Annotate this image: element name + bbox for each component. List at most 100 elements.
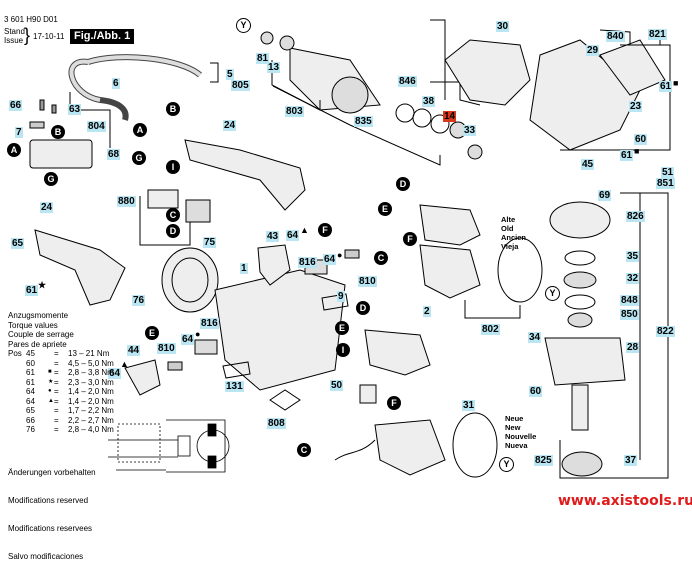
part-label-65[interactable]: 65 (11, 238, 25, 249)
part-label-24-side-handle[interactable]: 24 (40, 202, 54, 213)
part-label-825[interactable]: 825 (534, 455, 553, 466)
part-label-61-star[interactable]: 61 (25, 285, 39, 296)
part-label-24-rear-handle[interactable]: 24 (223, 120, 237, 131)
stand-label: Stand (4, 27, 25, 36)
new-version-note: Neue New Nouvelle Nueva (505, 414, 537, 450)
part-label-76[interactable]: 76 (132, 295, 146, 306)
part-label-880[interactable]: 880 (117, 196, 136, 207)
connector-e: E (335, 321, 349, 335)
part-label-826[interactable]: 826 (626, 211, 645, 222)
part-label-2[interactable]: 2 (423, 306, 431, 317)
torque-values-table: Anzugsmomente Torque values Couple de se… (8, 311, 114, 435)
part-label-14[interactable]: 14 (443, 111, 457, 122)
square-symbol: ■ (673, 78, 679, 88)
part-label-835[interactable]: 835 (354, 116, 373, 127)
part-label-61-square-a[interactable]: 61 (659, 81, 673, 92)
connector-g: G (132, 151, 146, 165)
connector-i: I (336, 343, 350, 357)
part-label-802[interactable]: 802 (481, 324, 500, 335)
part-label-846[interactable]: 846 (398, 76, 417, 87)
part-label-816-b[interactable]: 816 (200, 318, 219, 329)
part-label-51[interactable]: 51 (661, 167, 675, 178)
torque-pos-label (8, 368, 26, 378)
website-url[interactable]: www.axistools.ru (558, 493, 692, 509)
part-label-822[interactable]: 822 (656, 326, 675, 337)
part-label-840[interactable]: 840 (606, 31, 625, 42)
part-label-850[interactable]: 850 (620, 309, 639, 320)
part-label-64-triangle-b[interactable]: 64 (108, 368, 122, 379)
torque-mark: ■ (48, 369, 52, 375)
part-label-63[interactable]: 63 (68, 104, 82, 115)
part-label-32[interactable]: 32 (626, 273, 640, 284)
part-label-805[interactable]: 805 (231, 80, 250, 91)
fan (161, 247, 219, 313)
part-label-45[interactable]: 45 (581, 159, 595, 170)
armature (260, 31, 381, 114)
part-label-81[interactable]: 81 (256, 53, 270, 64)
connector-d: D (356, 301, 370, 315)
part-label-816-a[interactable]: 816 (298, 257, 317, 268)
field-coil-old (419, 204, 481, 246)
part-label-1[interactable]: 1 (240, 263, 248, 274)
part-label-44[interactable]: 44 (127, 345, 141, 356)
rear-handle (184, 139, 306, 211)
connector-c: C (166, 208, 180, 222)
part-label-804[interactable]: 804 (87, 121, 106, 132)
part-label-851[interactable]: 851 (656, 178, 675, 189)
torque-pos-label (8, 425, 26, 435)
torque-range: 2,8 – 3,8 Nm (68, 368, 114, 377)
part-label-60-a[interactable]: 60 (634, 134, 648, 145)
connector-e: E (378, 202, 392, 216)
torque-position: 60 (26, 358, 35, 368)
part-label-66[interactable]: 66 (9, 100, 23, 111)
part-label-68[interactable]: 68 (107, 149, 121, 160)
torque-pos-label: Pos (8, 349, 22, 358)
connector-b: B (51, 125, 65, 139)
part-label-34[interactable]: 34 (528, 332, 542, 343)
part-label-7[interactable]: 7 (15, 127, 23, 138)
part-label-131[interactable]: 131 (225, 381, 244, 392)
part-label-23[interactable]: 23 (629, 101, 643, 112)
torque-position: 65 (26, 406, 35, 415)
equals-sign: = (54, 415, 59, 425)
equals-sign: = (54, 396, 59, 406)
part-label-64-triangle-a[interactable]: 64 (286, 230, 300, 241)
part-label-60-b[interactable]: 60 (529, 386, 543, 397)
part-label-28[interactable]: 28 (626, 342, 640, 353)
part-label-6[interactable]: 6 (112, 78, 120, 89)
part-label-5[interactable]: 5 (226, 69, 234, 80)
torque-position: 64 (26, 396, 35, 406)
part-label-64-circle-b[interactable]: 64 (181, 334, 195, 345)
part-label-75[interactable]: 75 (203, 237, 217, 248)
part-label-810-b[interactable]: 810 (157, 343, 176, 354)
fan-baffle-old (497, 237, 543, 303)
part-label-29[interactable]: 29 (586, 45, 600, 56)
part-label-69[interactable]: 69 (598, 190, 612, 201)
part-label-37[interactable]: 37 (624, 455, 638, 466)
part-label-61-square-b[interactable]: 61 (620, 150, 634, 161)
part-label-43[interactable]: 43 (266, 231, 280, 242)
part-label-30[interactable]: 30 (496, 21, 510, 32)
part-label-803[interactable]: 803 (285, 106, 304, 117)
torque-range: 13 – 21 Nm (68, 349, 110, 358)
part-label-13[interactable]: 13 (267, 62, 281, 73)
torque-row: 66=2,2 – 2,7 Nm (8, 416, 114, 426)
field-coil (364, 329, 431, 376)
bevel-gear (549, 201, 611, 239)
equals-sign: = (54, 387, 59, 396)
torque-mark: ▲ (48, 397, 54, 404)
modifications-note: Änderungen vorbehalten Modifications res… (8, 467, 96, 562)
part-label-33[interactable]: 33 (463, 125, 477, 136)
part-label-50[interactable]: 50 (330, 380, 344, 391)
part-label-821[interactable]: 821 (648, 29, 667, 40)
part-label-808[interactable]: 808 (267, 418, 286, 429)
part-label-31[interactable]: 31 (462, 400, 476, 411)
part-label-9[interactable]: 9 (337, 291, 345, 302)
part-label-64-circle-a[interactable]: 64 (323, 254, 337, 265)
part-label-848[interactable]: 848 (620, 295, 639, 306)
part-label-38[interactable]: 38 (422, 96, 436, 107)
part-label-35[interactable]: 35 (626, 251, 640, 262)
part-label-810-a[interactable]: 810 (358, 276, 377, 287)
